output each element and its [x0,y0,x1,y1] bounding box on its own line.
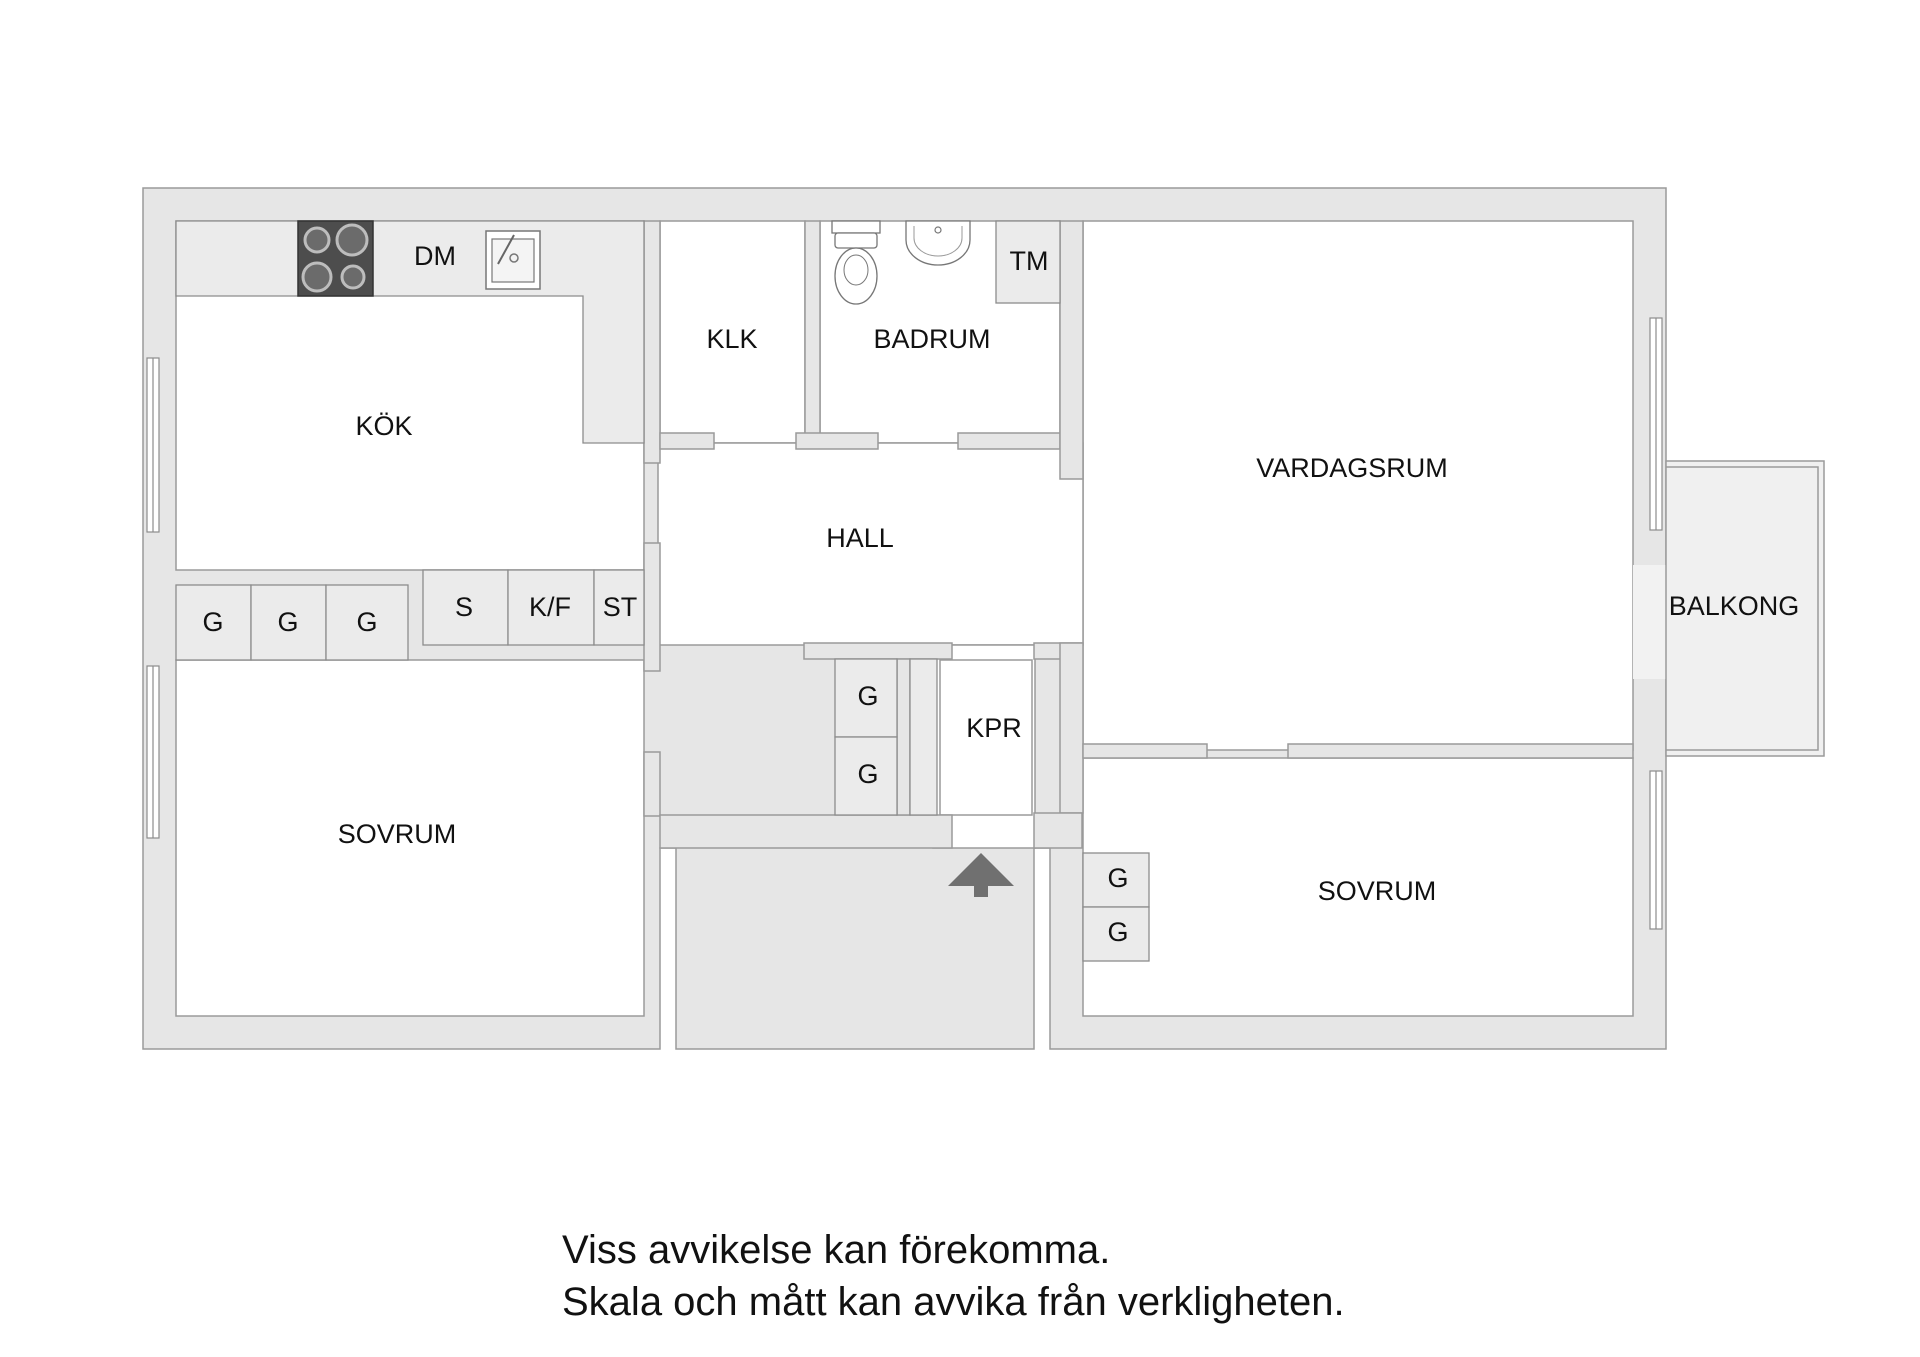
wall-hall-left-upper [643,542,661,672]
wall-bath-stub-right [957,432,1061,450]
label-sovrum-right: SOVRUM [1318,876,1437,906]
label-unit-s: S [455,592,473,622]
wall-kpr-bottom [659,814,953,849]
label-kpr-cabinet-1: G [857,681,878,711]
kpr-cabinet-2 [834,736,898,816]
label-klk: KLK [706,324,757,354]
label-kpr-cabinet-2: G [857,759,878,789]
disclaimer-line-2: Skala och mått kan avvika från verklighe… [562,1280,1345,1324]
sovrum-right-floor [1082,757,1634,1017]
living-room-floor [1082,220,1634,751]
label-storage-g-3: G [356,607,377,637]
label-badrum: BADRUM [873,324,990,354]
label-kok: KÖK [355,411,412,441]
label-unit-kf: K/F [529,592,571,622]
wall-kpr-divider [896,658,911,816]
entrance-arrow-icon [948,853,1014,897]
unit-kf [507,569,595,646]
wall-klk-stub [659,432,715,450]
kpr-shelf [909,658,938,816]
wall-kpr-right-bottom [1033,812,1083,849]
sink-icon [485,230,541,290]
sovrum-cabinet-2 [1082,906,1150,962]
toilet-icon [831,220,881,305]
label-kpr: KPR [966,713,1022,743]
unit-s [422,569,509,646]
balcony [1665,460,1825,757]
washbasin-icon [905,220,971,266]
wall-klk-bath [804,220,821,444]
label-hall: HALL [826,523,894,553]
wall-hall-left-lower [643,751,661,817]
window-icon [146,317,1663,930]
hall-floor [657,442,1084,646]
storage-g-1 [175,584,252,661]
balcony-door-opening [1633,565,1666,679]
wall-kpr-top [803,642,953,660]
label-tm: TM [1010,246,1049,276]
label-sovrum-left: SOVRUM [338,819,457,849]
wall-kpr-right [1059,642,1084,814]
label-sovrum-cabinet-1: G [1107,863,1128,893]
wall-sovrum-right-top-right [1287,743,1634,759]
wall-klk-left [643,220,661,464]
label-storage-g-2: G [277,607,298,637]
storage-g-2 [250,584,327,661]
disclaimer-line-1: Viss avvikelse kan förekomma. [562,1228,1111,1272]
label-storage-g-1: G [202,607,223,637]
storage-g-3 [325,584,409,661]
kpr-floor [939,659,1033,816]
wall-bath-living [1059,220,1084,480]
wall-sovrum-right-top-left [1082,743,1208,759]
sovrum-left-floor [175,659,645,1017]
stove-icon [297,220,374,297]
tm-box [995,220,1061,304]
label-unit-st: ST [603,592,638,622]
label-sovrum-cabinet-2: G [1107,917,1128,947]
wall-bath-stub-left [795,432,879,450]
balcony-rail [1666,466,1819,751]
label-balkong: BALKONG [1669,591,1800,621]
label-dm: DM [414,241,456,271]
label-vardagsrum: VARDAGSRUM [1256,453,1448,483]
unit-st [593,569,645,646]
